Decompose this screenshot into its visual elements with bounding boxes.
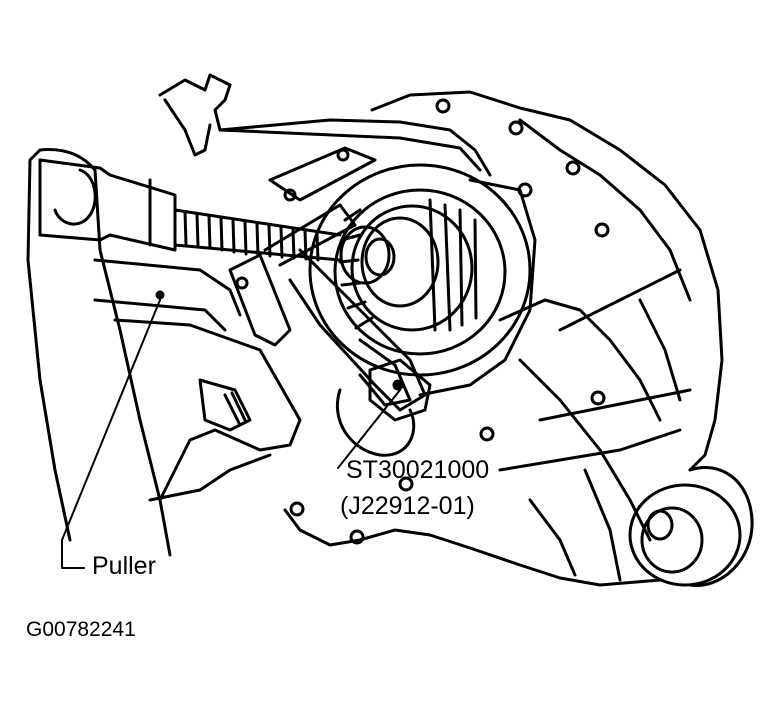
callout-puller: Puller [92,552,156,580]
callout-tool-alt-number: (J22912-01) [340,492,475,520]
leader-lines [61,299,401,569]
leader-line-puller [61,299,161,569]
figure-id: G00782241 [26,618,136,641]
callout-tool-number: ST30021000 [346,456,490,484]
puller-body [26,148,302,557]
transmission-case [283,90,754,588]
bearing-assembly [308,163,537,397]
special-tool [335,358,432,457]
forcing-screw [38,158,396,285]
leader-line-tool [337,389,401,469]
